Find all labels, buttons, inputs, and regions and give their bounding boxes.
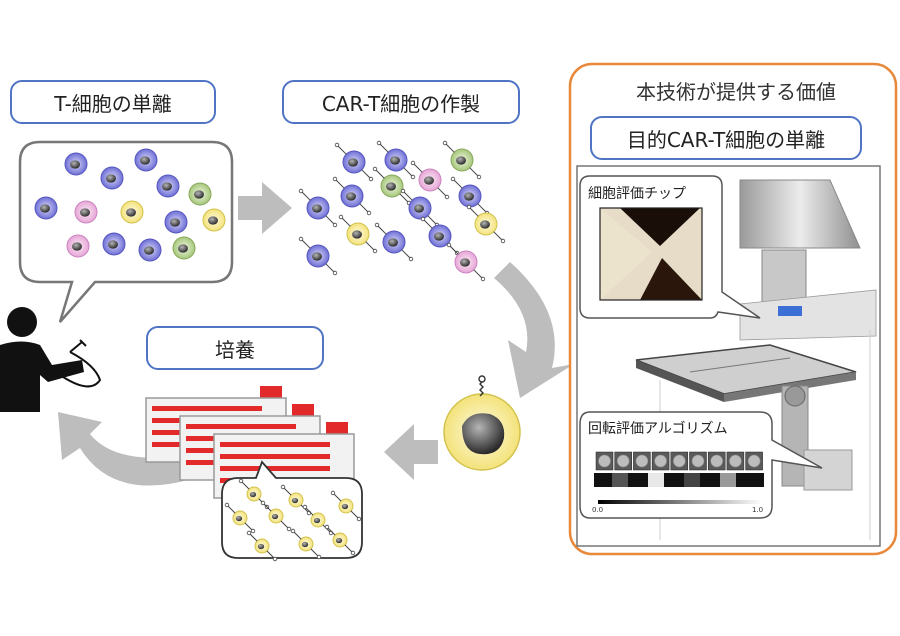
cell-icon [202,208,226,232]
cell-icon [290,528,322,560]
arrow-curve-up-icon [58,412,188,486]
cell-icon [102,232,126,256]
cell-icon [450,176,490,216]
cell-icon [34,196,58,220]
arrow-curve-down-icon [494,262,574,398]
cell-icon [64,152,88,176]
cell-icon [442,140,482,180]
cell-icon [260,500,292,532]
cell-icon [374,222,414,262]
cell-icon [66,234,90,258]
cell-icon [446,242,486,282]
cell-icon [332,176,372,216]
rotation-frames [595,451,763,471]
cell-icon [74,200,98,224]
cell-icon [466,204,506,244]
arrow-left-icon [384,424,438,480]
cell-icon [298,188,338,228]
cell-icon [376,140,416,180]
microscope-stage-icon [635,179,877,540]
cell-icon [400,188,440,228]
cell-icon [164,210,188,234]
cell-icon [330,490,362,522]
label-chip: 細胞評価チップ [586,183,688,203]
scale-max: 1.0 [752,506,764,514]
label-culture: 培養 [146,326,324,370]
label-algorithm: 回転評価アルゴリズム [586,418,730,438]
cell-icon [246,530,278,562]
cell-icon [156,174,180,198]
cell-icon [120,200,144,224]
value-panel-title: 本技術が提供する価値 [636,80,836,104]
label-tcell-isolation: T-細胞の単離 [10,80,216,124]
cells-layer [34,140,506,562]
scale-min: 0.0 [592,506,604,514]
label-target-isolation: 目的CAR-T細胞の単離 [590,116,862,160]
cell-icon [134,148,158,172]
cell-icon [334,142,374,182]
cell-icon [338,214,378,254]
label-cart-production: CAR-T細胞の作製 [282,80,520,124]
speech-bubble [18,140,234,323]
car-receptor-icon [478,375,486,397]
cell-icon [302,504,334,536]
cell-icon [410,160,450,200]
cell-icon [238,478,270,510]
person-icon [0,307,84,412]
cell-icon [298,236,338,276]
cell-icon [324,524,356,556]
cell-icon [138,238,162,262]
cell-icon [372,166,412,206]
arrow-right-icon [238,182,292,234]
scale-gradient [598,500,762,504]
cell-icon [172,236,196,260]
cell-icon [443,393,521,471]
cell-icon [188,182,212,206]
culture-bubble [221,460,363,559]
cell-icon [224,502,256,534]
cell-icon [100,166,124,190]
syringe-icon [59,339,102,388]
